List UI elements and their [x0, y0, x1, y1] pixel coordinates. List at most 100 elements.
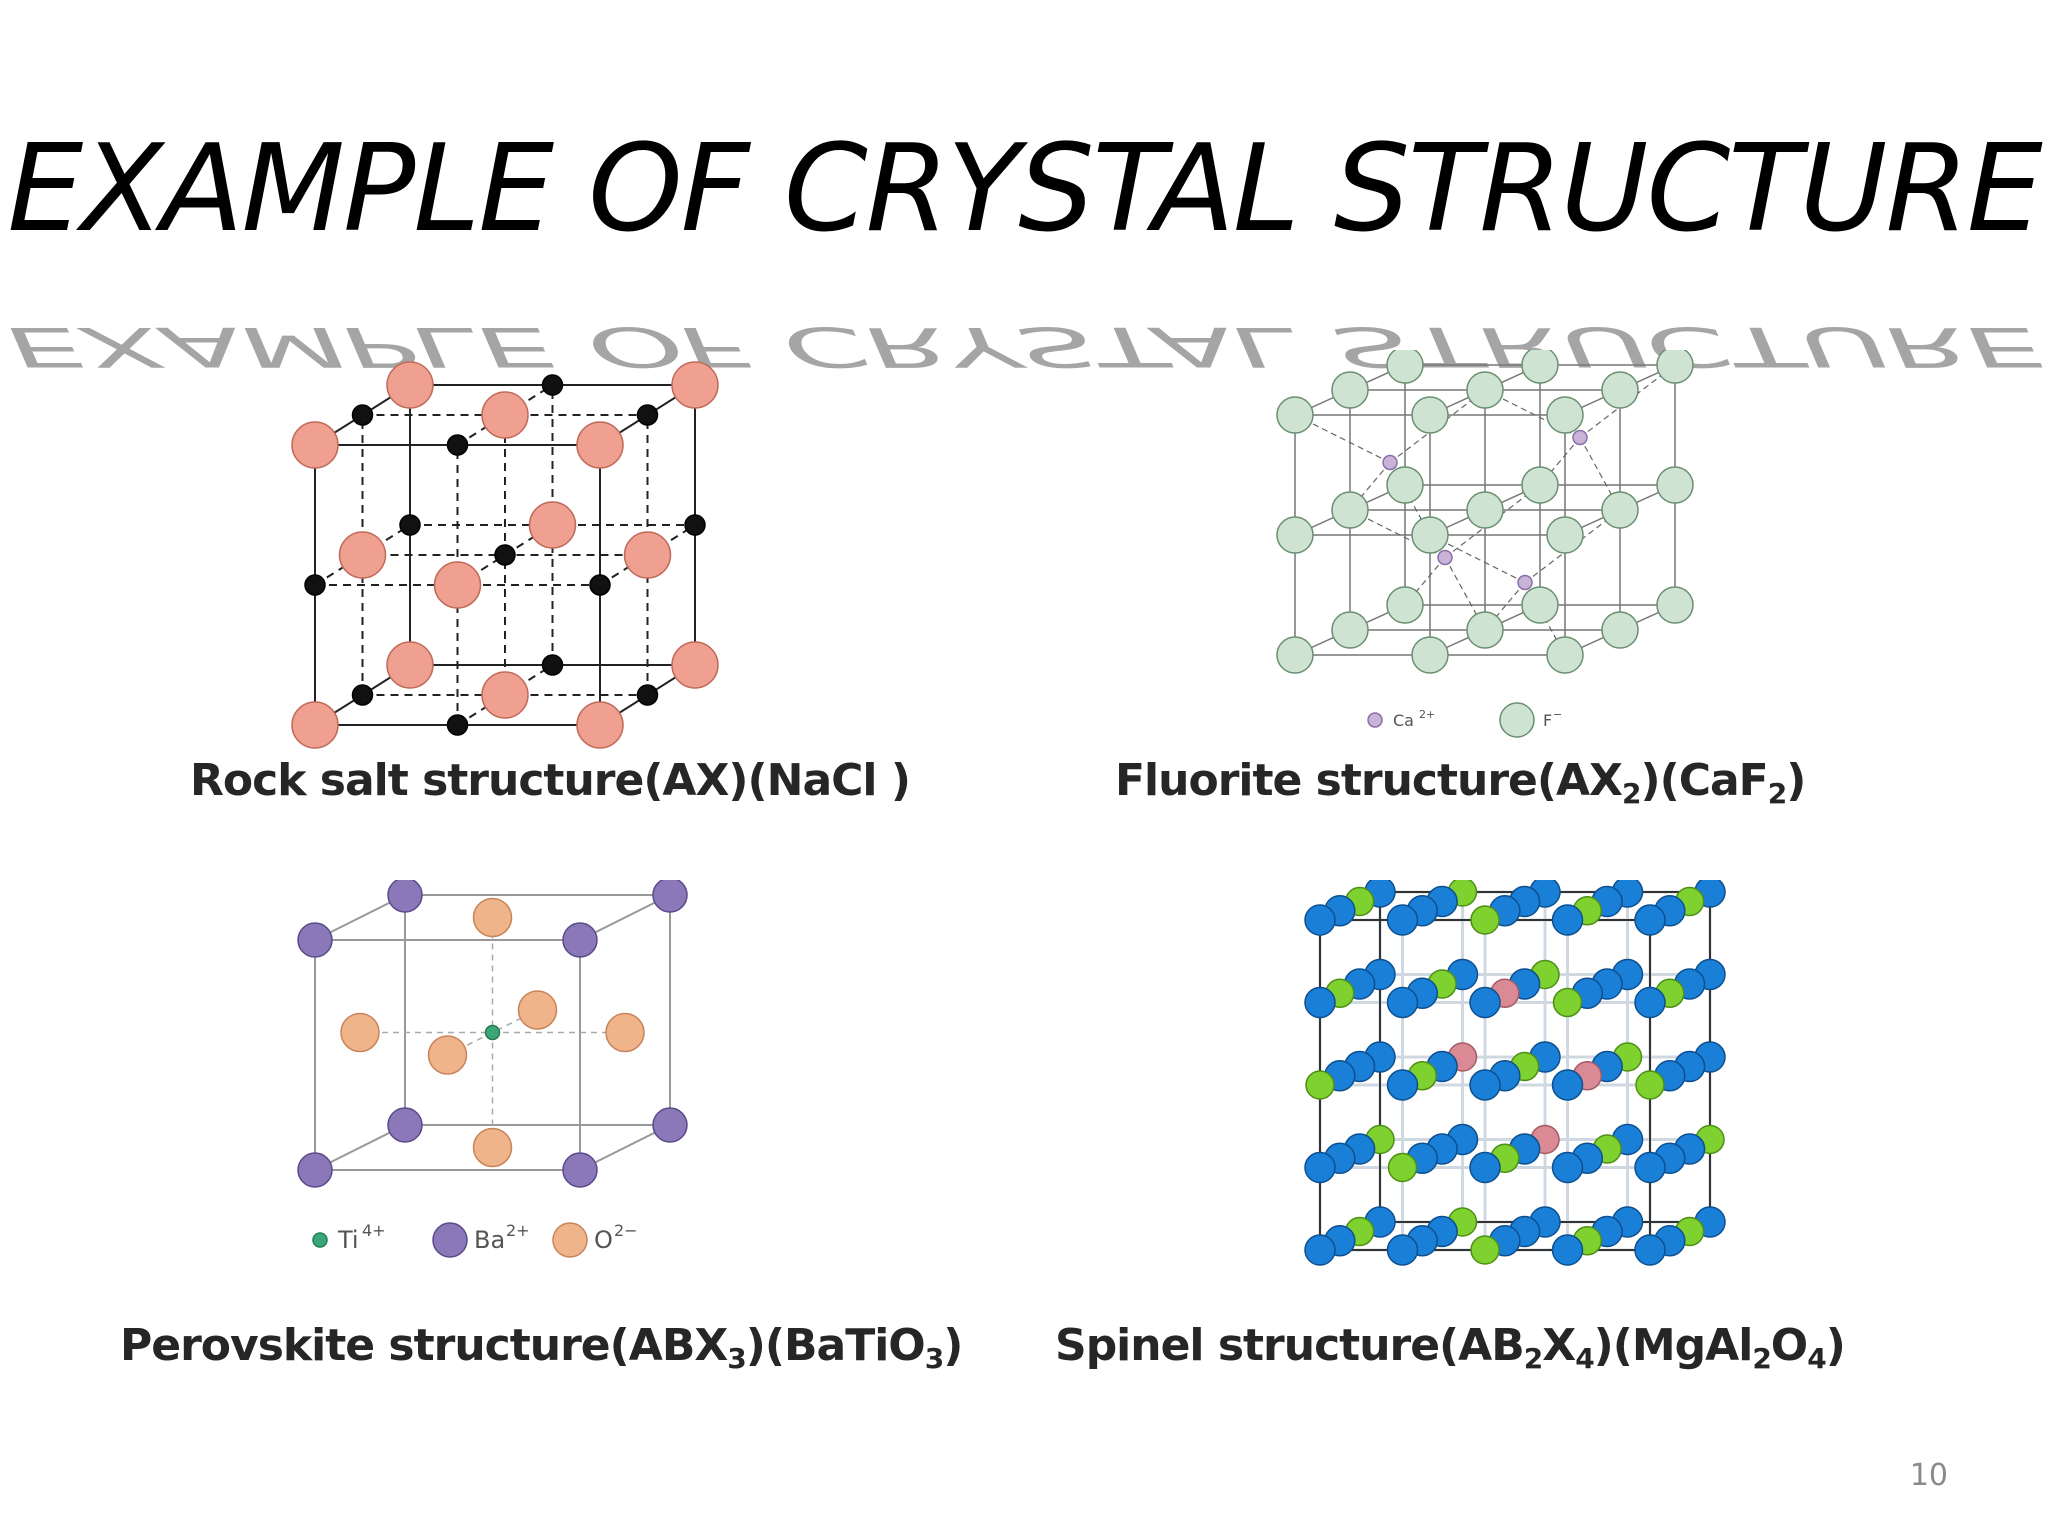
fluoride-ion — [1411, 636, 1449, 674]
legend-titanium-marker — [312, 1232, 328, 1248]
chloride-ion — [671, 361, 719, 409]
perovskite-caption-sub-1: 3 — [727, 1342, 747, 1375]
spinel-caption-part-4: O — [1770, 1320, 1808, 1371]
sodium-ion — [304, 574, 326, 596]
page-number: 10 — [1909, 1458, 1948, 1493]
rock-salt-diagram — [291, 361, 719, 749]
chloride-ion — [481, 391, 529, 439]
chloride-ion — [528, 501, 577, 549]
fluoride-ion — [1521, 466, 1559, 504]
oxygen-ion — [1634, 1151, 1666, 1184]
oxygen-ion — [340, 1012, 380, 1053]
oxygen-ion — [1386, 1234, 1419, 1266]
fluorite-caption-part-3: ) — [1786, 755, 1806, 806]
fluoride-ion — [1546, 516, 1584, 554]
magnesium-ion — [1470, 905, 1500, 935]
chloride-ion — [291, 421, 339, 469]
spinel-caption-part-2: X — [1542, 1320, 1576, 1371]
fluoride-ion — [1466, 371, 1504, 409]
fluoride-ion — [1466, 611, 1504, 649]
chloride-ion — [671, 641, 719, 689]
legend-calcium-label: Ca — [1393, 711, 1414, 730]
oxygen-ion — [1469, 1151, 1501, 1184]
fluoride-ion — [1656, 350, 1694, 384]
fluoride-ion — [1331, 491, 1369, 529]
fluoride-ion — [1601, 371, 1639, 409]
slide-title: EXAMPLE OF CRYSTAL STRUCTURE — [7, 120, 2042, 259]
chloride-ion — [386, 361, 434, 409]
chloride-ion — [481, 671, 529, 719]
fluoride-ion — [1411, 516, 1449, 554]
legend-barium-label: Ba — [474, 1226, 505, 1254]
perovskite-caption-part-1: Perovskite structure(ABX — [120, 1320, 728, 1371]
fluoride-ion — [1656, 466, 1694, 504]
oxygen-ion — [1304, 986, 1336, 1019]
rock-salt-caption: Rock salt structure(AX)(NaCl ) — [190, 755, 911, 806]
calcium-ion — [1517, 574, 1533, 591]
barium-ion — [387, 880, 423, 913]
spinel-diagram — [1304, 880, 1726, 1266]
chloride-ion — [433, 561, 482, 609]
oxygen-ion — [517, 990, 558, 1030]
legend-calcium-marker — [1367, 712, 1383, 728]
bond-line — [1579, 437, 1621, 511]
sodium-ion — [446, 434, 469, 456]
oxygen-ion — [472, 897, 513, 938]
legend-fluoride-label: F — [1543, 711, 1552, 730]
oxygen-ion — [472, 1127, 513, 1168]
legend-barium-charge: 2+ — [506, 1221, 530, 1240]
sodium-ion — [351, 684, 374, 706]
calcium-ion — [1437, 549, 1453, 566]
barium-ion — [297, 1152, 333, 1188]
fluoride-ion — [1601, 491, 1639, 529]
perovskite-caption-sub-2: 3 — [924, 1342, 945, 1375]
legend-titanium-label: Ti — [337, 1226, 359, 1254]
sodium-ion — [399, 514, 421, 536]
fluorite-caption-sub-2: 2 — [1767, 777, 1788, 810]
magnesium-ion — [1635, 1070, 1665, 1100]
perovskite-caption: Perovskite structure(ABX3)(BaTiO3) — [120, 1320, 963, 1375]
bond-line — [1429, 534, 1526, 584]
chloride-ion — [623, 531, 672, 579]
sodium-ion — [494, 544, 516, 566]
fluorite-caption-part-2: )(CaF — [1640, 755, 1768, 806]
oxygen-ion — [1304, 1234, 1336, 1266]
fluoride-ion — [1331, 611, 1369, 649]
fluorite-caption-part-1: Fluorite structure(AX — [1115, 755, 1623, 806]
spinel-caption-sub-3: 2 — [1752, 1342, 1772, 1375]
chloride-ion — [386, 641, 434, 689]
barium-ion — [562, 922, 598, 958]
sodium-ion — [636, 684, 659, 706]
spinel-caption-part-1: Spinel structure(AB — [1055, 1320, 1525, 1371]
oxygen-ion — [1551, 904, 1584, 936]
oxygen-ion — [1386, 986, 1419, 1019]
legend-titanium-charge: 4+ — [362, 1221, 386, 1240]
fluoride-ion — [1386, 466, 1424, 504]
spinel-caption: Spinel structure(AB2X4)(MgAl2O4) — [1055, 1320, 1846, 1375]
oxygen-ion — [1304, 1151, 1336, 1184]
fluoride-ion — [1386, 586, 1424, 624]
oxygen-ion — [605, 1012, 645, 1053]
sodium-ion — [541, 374, 564, 396]
fluorite-caption-sub-1: 2 — [1621, 777, 1642, 810]
fluoride-ion — [1276, 516, 1314, 554]
fluorite-caption: Fluorite structure(AX2)(CaF2) — [1115, 755, 1806, 810]
oxygen-ion — [1469, 986, 1501, 1019]
oxygen-ion — [1551, 1151, 1584, 1184]
oxygen-ion — [1634, 986, 1666, 1019]
chloride-ion — [338, 531, 387, 579]
titanium-ion — [484, 1024, 501, 1041]
chloride-ion — [576, 421, 624, 469]
bond-line — [1484, 389, 1581, 439]
legend-barium-marker — [432, 1222, 468, 1258]
fluoride-ion — [1276, 396, 1314, 434]
legend-fluoride-marker — [1499, 702, 1535, 738]
fluoride-ion — [1601, 611, 1639, 649]
oxygen-ion — [1304, 904, 1336, 936]
legend-oxygen-charge: 2− — [614, 1221, 638, 1240]
legend-calcium-charge: 2+ — [1419, 708, 1435, 721]
barium-ion — [297, 922, 333, 958]
legend-oxygen-label: O — [594, 1226, 613, 1254]
